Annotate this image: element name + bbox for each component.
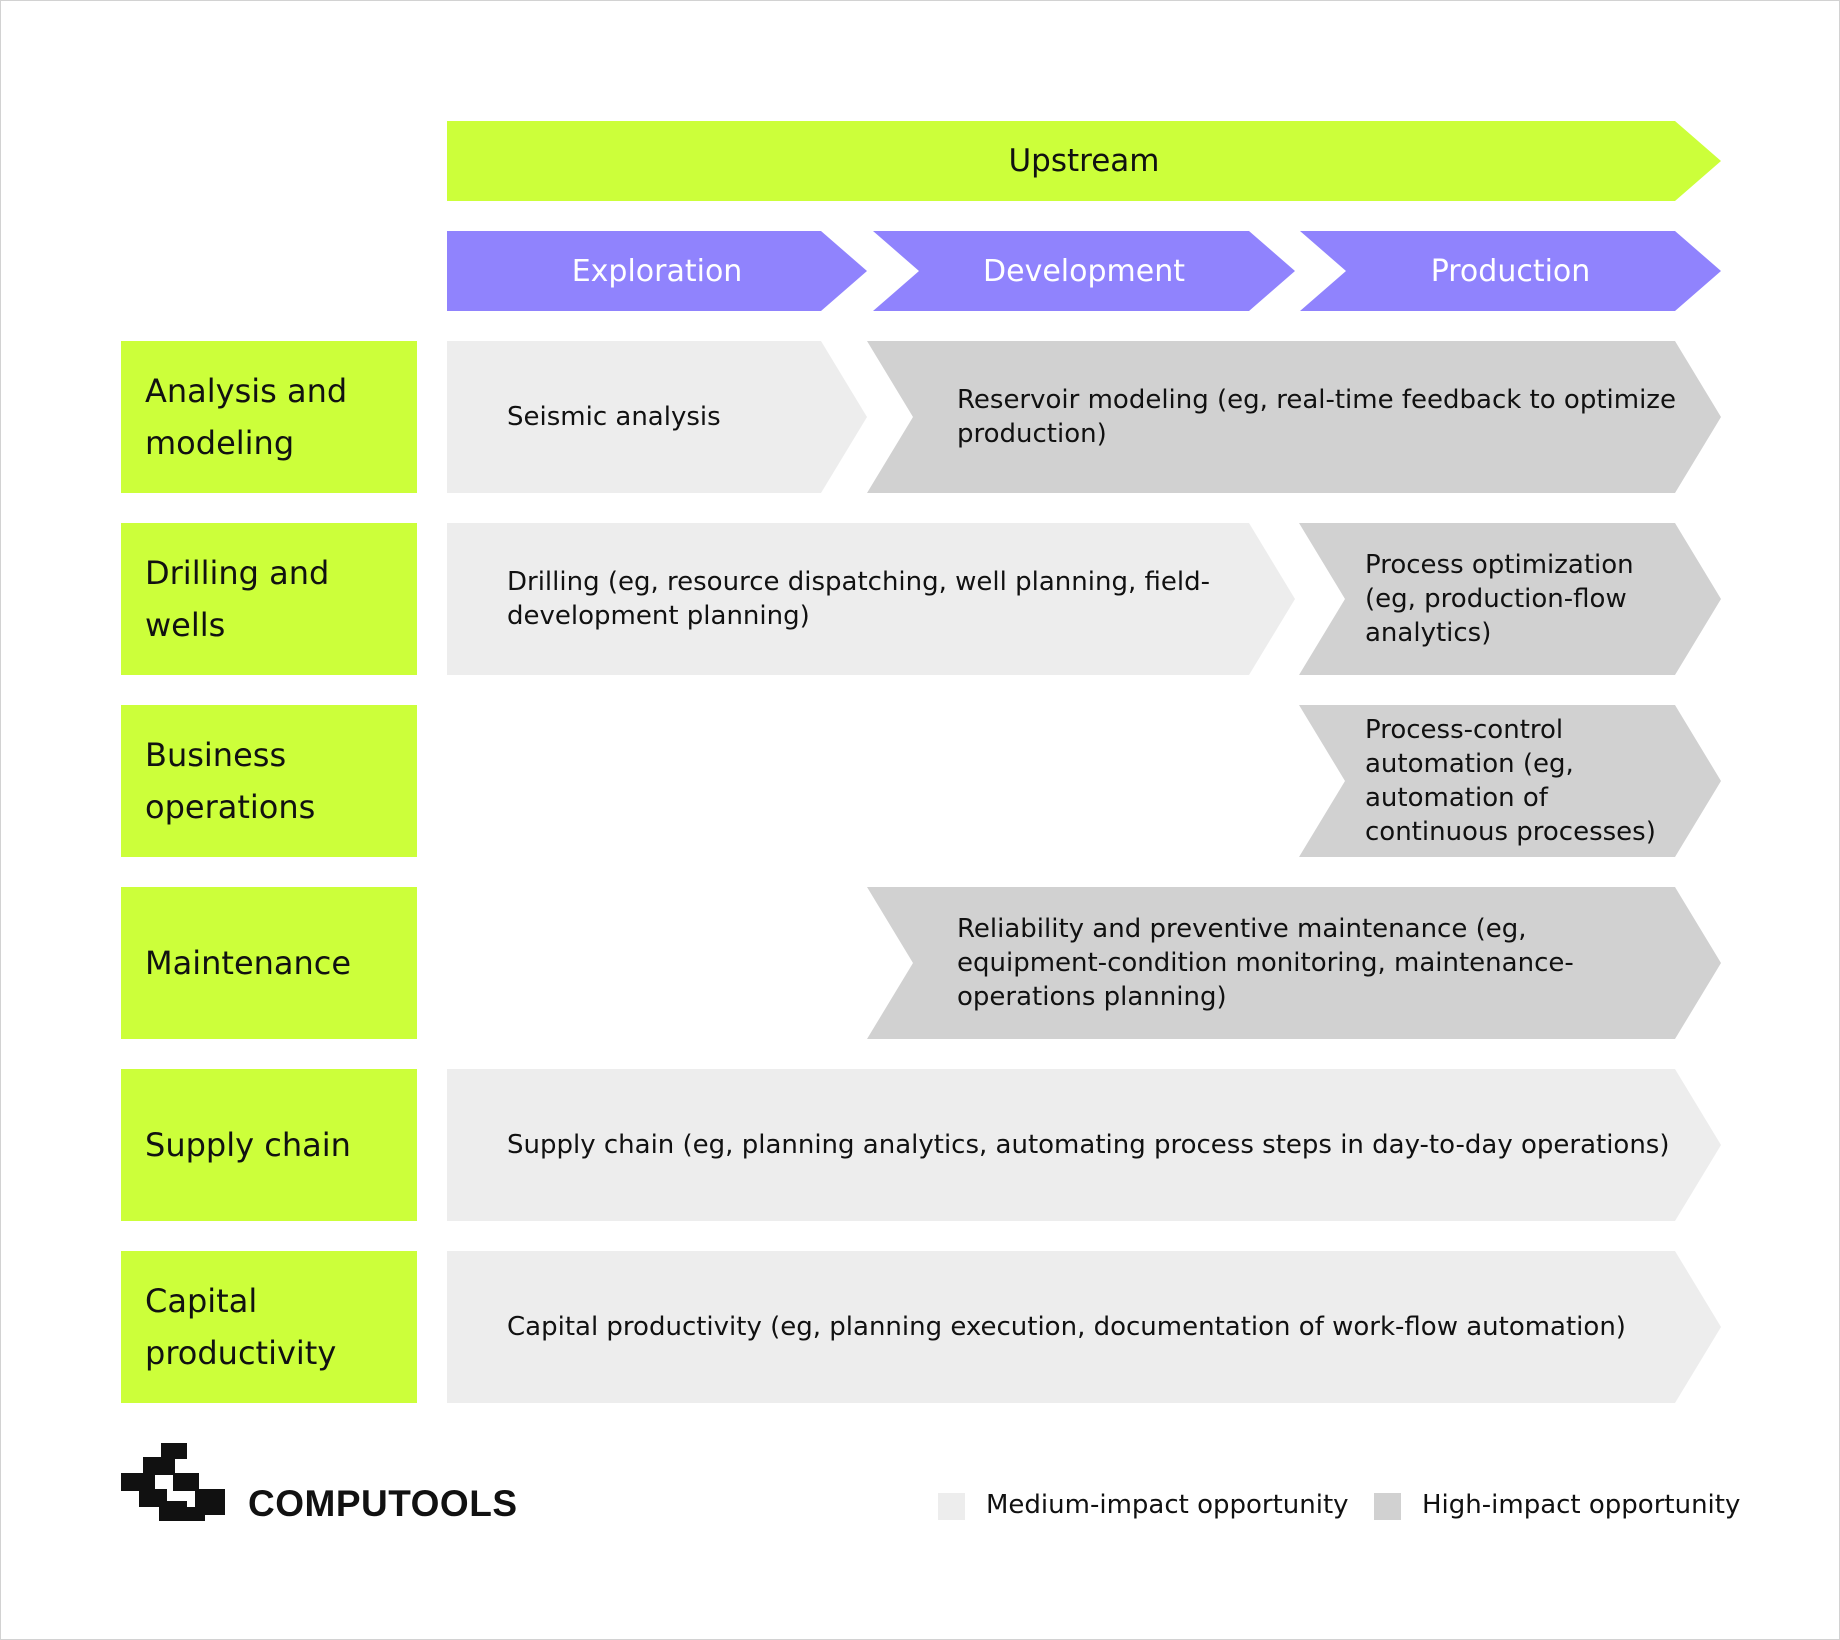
stage-label: Production xyxy=(1430,253,1591,289)
brand-name: COMPUTOOLS xyxy=(248,1483,518,1524)
category-business-operations: Business operations xyxy=(121,705,417,857)
legend-medium-label: Medium-impact opportunity xyxy=(986,1490,1349,1520)
opportunity-label: Process-control automation (eg, automati… xyxy=(1365,715,1656,847)
computools-logo-icon xyxy=(121,1443,225,1521)
opportunity-process-optimization: Process optimization (eg, production-flo… xyxy=(1299,523,1721,675)
category-label: Analysis and modeling xyxy=(145,372,348,462)
opportunity-drilling: Drilling (eg, resource dispatching, well… xyxy=(447,523,1295,675)
opportunity-label: Seismic analysis xyxy=(507,402,721,432)
category-label: Drilling and wells xyxy=(145,554,330,644)
opportunity-reservoir-modeling: Reservoir modeling (eg, real-time feedba… xyxy=(867,341,1721,493)
upstream-label: Upstream xyxy=(1008,143,1160,179)
stage-label: Development xyxy=(983,253,1185,289)
category-label: Capital productivity xyxy=(145,1282,337,1372)
category-analysis-modeling: Analysis and modeling xyxy=(121,341,417,493)
legend-medium-swatch xyxy=(938,1493,965,1520)
category-label: Business operations xyxy=(145,736,316,826)
category-label: Maintenance xyxy=(145,944,352,982)
category-capital-productivity: Capital productivity xyxy=(121,1251,417,1403)
opportunity-label: Drilling (eg, resource dispatching, well… xyxy=(507,567,1210,631)
opportunity-label: Reservoir modeling (eg, real-time feedba… xyxy=(957,385,1676,449)
opportunity-maintenance: Reliability and preventive maintenance (… xyxy=(867,887,1721,1039)
opportunity-label: Process optimization (eg, production-flo… xyxy=(1365,550,1634,648)
opportunity-seismic-analysis: Seismic analysis xyxy=(447,341,867,493)
category-supply-chain: Supply chain xyxy=(121,1069,417,1221)
category-label: Supply chain xyxy=(145,1126,351,1164)
opportunity-label: Capital productivity (eg, planning execu… xyxy=(507,1312,1626,1342)
category-maintenance: Maintenance xyxy=(121,887,417,1039)
opportunity-label: Supply chain (eg, planning analytics, au… xyxy=(507,1130,1670,1160)
legend-high-label: High-impact opportunity xyxy=(1422,1490,1741,1520)
upstream-banner: Upstream xyxy=(447,121,1721,201)
legend-high-swatch xyxy=(1374,1493,1401,1520)
stage-exploration: Exploration xyxy=(447,231,867,311)
category-drilling-wells: Drilling and wells xyxy=(121,523,417,675)
opportunity-supply-chain: Supply chain (eg, planning analytics, au… xyxy=(447,1069,1721,1221)
opportunity-capital-productivity: Capital productivity (eg, planning execu… xyxy=(447,1251,1721,1403)
stage-production: Production xyxy=(1300,231,1721,311)
opportunity-process-control: Process-control automation (eg, automati… xyxy=(1299,705,1721,857)
stage-development: Development xyxy=(873,231,1295,311)
stage-label: Exploration xyxy=(571,253,743,289)
opportunity-label: Reliability and preventive maintenance (… xyxy=(957,914,1574,1012)
